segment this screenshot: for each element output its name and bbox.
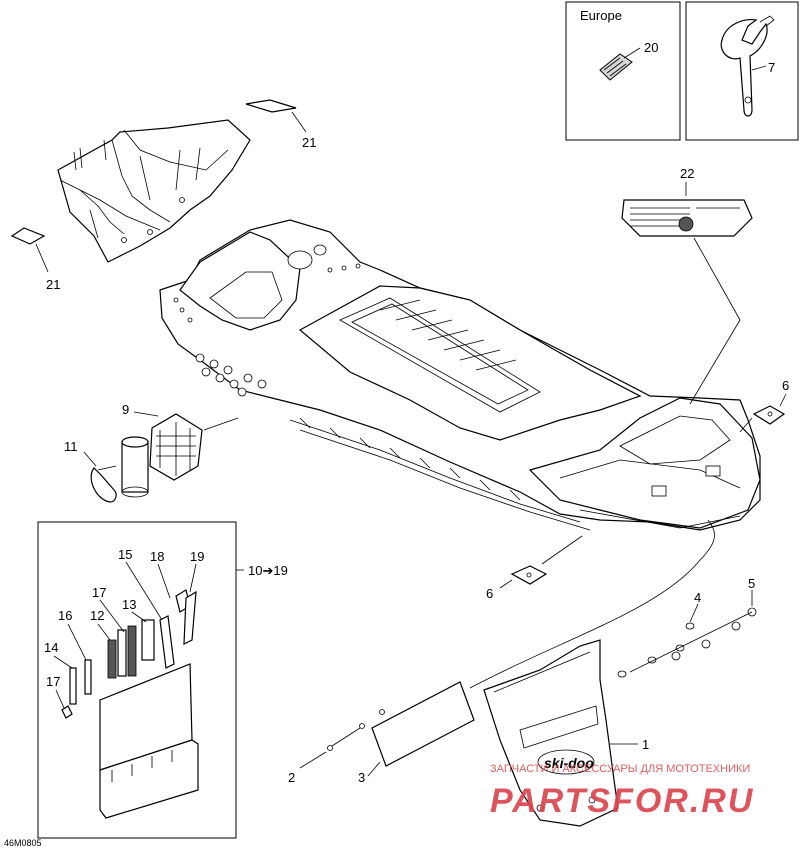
- tool-kit-tube-part: [121, 436, 149, 498]
- callout-15: 17: [46, 674, 60, 689]
- callout-19: 19: [190, 549, 204, 564]
- callout-21-upper: 21: [302, 135, 316, 150]
- kit-tools: [61, 589, 197, 719]
- kit-holder: [99, 663, 199, 819]
- callout-7: 7: [768, 60, 775, 75]
- snow-flap-logo: ski-doo: [544, 755, 594, 771]
- kit-range-label: 10➔19: [248, 563, 288, 578]
- callout-21-lower: 21: [46, 277, 60, 292]
- rear-cover-tray-part: [57, 119, 251, 263]
- callout-20: 20: [644, 40, 658, 55]
- strap-part: [90, 465, 117, 503]
- callout-12: 13: [122, 597, 136, 612]
- reflector-part: [599, 53, 633, 81]
- screws-part: [327, 709, 385, 751]
- callout-6-right: 6: [782, 378, 789, 393]
- rear-reflector-right: [752, 405, 786, 425]
- watermark-tagline: ЗАПЧАСТИ И АКСЕССУАРЫ ДЛЯ МОТОТЕХНИКИ: [490, 763, 750, 775]
- inset-europe-box: Europe 20: [565, 1, 681, 141]
- callout-13: 15: [118, 547, 132, 562]
- inset-wrench-box: 7: [685, 1, 799, 141]
- callout-6-lower: 6: [486, 586, 493, 601]
- callout-11: 12: [90, 608, 104, 623]
- callout-1: 1: [642, 737, 649, 752]
- deck-slots: [379, 299, 517, 371]
- spanner-wrench-part: [720, 15, 775, 117]
- callout-22: 22: [680, 166, 694, 181]
- warning-decal-part: [621, 199, 753, 237]
- callout-3: 3: [358, 770, 365, 785]
- frame-holes: [173, 263, 361, 397]
- tool-kit-bag-part: [149, 413, 203, 481]
- rear-reflector-lower: [510, 565, 548, 585]
- callout-16: 18: [150, 549, 164, 564]
- callout-14: 14: [44, 640, 58, 655]
- side-reflector-strip-lower: [10, 227, 46, 245]
- tool-kit-box: 10➔19 15 18 19 17 13 16: [37, 521, 288, 839]
- callout-18: 17: [92, 585, 106, 600]
- chassis-frame-part: [159, 219, 761, 531]
- side-reflector-strip-upper: [245, 99, 297, 113]
- watermark-brand: PARTSFOR.RU: [490, 782, 754, 820]
- callout-2: 2: [288, 770, 295, 785]
- diagram-code: 46M0805: [4, 838, 42, 848]
- washers-part: [617, 622, 695, 678]
- callout-5: 5: [748, 576, 755, 591]
- callout-17: 16: [58, 608, 72, 623]
- license-plate-part: [371, 681, 475, 767]
- callout-4: 4: [694, 590, 701, 605]
- snow-flap-part: ski-doo: [483, 639, 619, 827]
- callout-9: 11: [64, 439, 78, 454]
- inset-europe-label: Europe: [580, 8, 622, 23]
- callout-8: 9: [122, 402, 129, 417]
